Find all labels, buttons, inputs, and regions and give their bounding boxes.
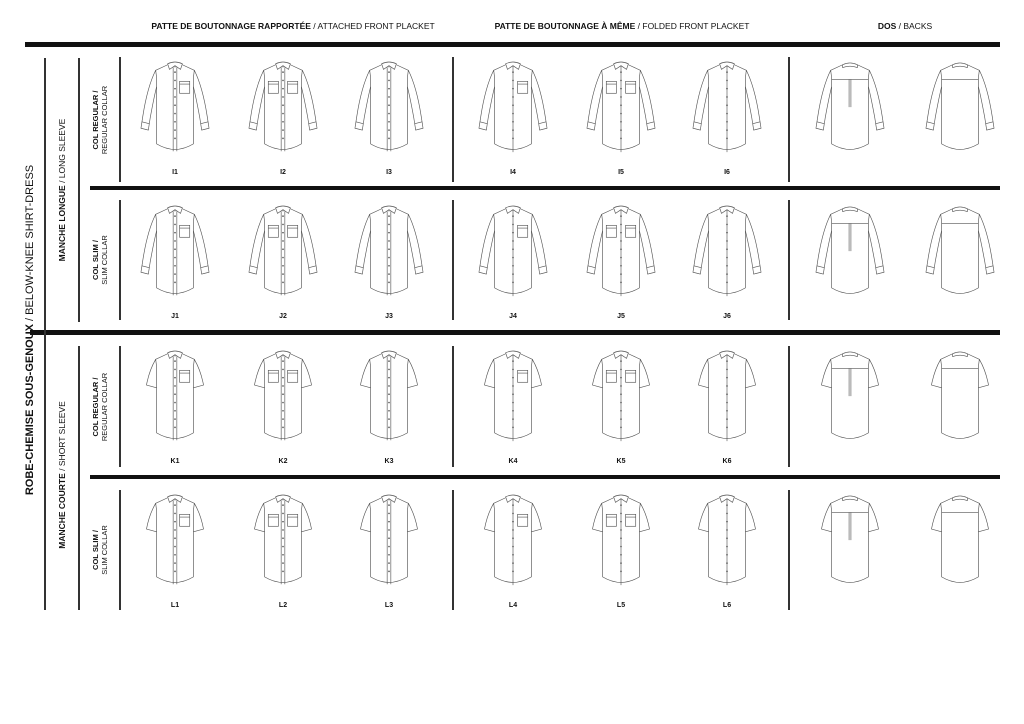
row-label-bold: COL REGULAR / xyxy=(91,376,100,437)
style-code-label: I6 xyxy=(724,169,730,176)
shirt-back-flat xyxy=(804,199,896,305)
row-label: COL REGULAR /REGULAR COLLAR xyxy=(91,85,109,153)
shirt-front-flat xyxy=(467,344,559,450)
style-code-label: J1 xyxy=(171,313,179,320)
shirt-front-flat xyxy=(681,55,773,161)
shirt-back-flat xyxy=(804,488,896,594)
section-label-short-sleeve: MANCHE COURTE / SHORT SLEEVE xyxy=(57,401,67,549)
style-code-label: J6 xyxy=(723,313,731,320)
shirt-front-flat xyxy=(129,488,221,594)
shirt-back-flat xyxy=(804,55,896,161)
column-rule xyxy=(119,346,121,467)
shirt-front-flat xyxy=(575,488,667,594)
row-label-regular: REGULAR COLLAR xyxy=(100,372,109,441)
shirt-back-flat xyxy=(914,199,1006,305)
shirt-front-flat xyxy=(681,199,773,305)
column-rule xyxy=(119,57,121,182)
row-label-regular: REGULAR COLLAR xyxy=(100,85,109,154)
header-attached-placket: PATTE DE BOUTONNAGE RAPPORTÉE / ATTACHED… xyxy=(151,21,435,31)
style-code-label: J5 xyxy=(617,313,625,320)
section-label-long-sleeve: MANCHE LONGUE / LONG SLEEVE xyxy=(57,118,67,262)
column-rule xyxy=(788,57,790,182)
style-code-label: K3 xyxy=(384,458,394,465)
style-code-label: L6 xyxy=(722,602,732,609)
style-code-label: J2 xyxy=(279,313,287,320)
style-code-label: I1 xyxy=(172,169,178,176)
style-code-label: L1 xyxy=(170,602,180,609)
section-divider xyxy=(30,330,1000,335)
shirt-front-flat xyxy=(575,344,667,450)
shirt-front-flat xyxy=(343,55,435,161)
shirt-front-flat xyxy=(129,344,221,450)
shirt-front-flat xyxy=(575,55,667,161)
style-code-label: J3 xyxy=(385,313,393,320)
shirt-front-flat xyxy=(237,55,329,161)
section-rule xyxy=(78,58,80,322)
column-rule xyxy=(788,200,790,320)
style-code-label: K6 xyxy=(722,458,732,465)
column-rule xyxy=(119,200,121,320)
shirt-front-flat xyxy=(467,55,559,161)
style-code-label: K5 xyxy=(616,458,626,465)
style-code-label: L3 xyxy=(384,602,394,609)
shirt-back-flat xyxy=(804,344,896,450)
style-code-label: I2 xyxy=(280,169,286,176)
row-label-bold: COL SLIM / xyxy=(91,240,100,280)
row-label: COL SLIM /SLIM COLLAR xyxy=(91,525,109,575)
header-folded-placket: PATTE DE BOUTONNAGE À MÊME / FOLDED FRON… xyxy=(494,21,750,31)
shirt-front-flat xyxy=(343,344,435,450)
style-code-label: K2 xyxy=(278,458,288,465)
column-rule xyxy=(452,490,454,610)
main-rule xyxy=(44,58,46,610)
row-label: COL SLIM /SLIM COLLAR xyxy=(91,235,109,285)
style-code-label: L2 xyxy=(278,602,288,609)
shirt-front-flat xyxy=(237,199,329,305)
column-rule xyxy=(452,346,454,467)
row-divider xyxy=(90,186,1000,190)
shirt-front-flat xyxy=(681,488,773,594)
shirt-front-flat xyxy=(237,344,329,450)
shirt-back-flat xyxy=(914,344,1006,450)
top-divider xyxy=(25,42,1000,47)
row-label-bold: COL REGULAR / xyxy=(91,89,100,150)
shirt-back-flat xyxy=(914,488,1006,594)
style-code-label: I3 xyxy=(386,169,392,176)
row-label-regular: SLIM COLLAR xyxy=(100,525,109,575)
shirt-front-flat xyxy=(681,344,773,450)
shirt-front-flat xyxy=(467,199,559,305)
style-code-label: J4 xyxy=(509,313,517,320)
row-label-bold: COL SLIM / xyxy=(91,530,100,570)
header-backs: DOS / BACKS xyxy=(877,21,933,31)
column-rule xyxy=(452,57,454,182)
shirt-front-flat xyxy=(343,488,435,594)
style-code-label: K4 xyxy=(508,458,518,465)
row-label-regular: SLIM COLLAR xyxy=(100,235,109,285)
section-rule xyxy=(78,346,80,610)
style-code-label: I4 xyxy=(510,169,516,176)
main-label: ROBE-CHEMISE SOUS-GENOUX / BELOW-KNEE SH… xyxy=(24,164,36,496)
column-rule xyxy=(788,490,790,610)
shirt-back-flat xyxy=(914,55,1006,161)
style-code-label: L4 xyxy=(508,602,518,609)
style-code-label: K1 xyxy=(170,458,180,465)
column-rule xyxy=(788,346,790,467)
style-code-label: I5 xyxy=(618,169,624,176)
column-rule xyxy=(119,490,121,610)
shirt-front-flat xyxy=(237,488,329,594)
shirt-front-flat xyxy=(129,55,221,161)
row-label: COL REGULAR /REGULAR COLLAR xyxy=(91,372,109,440)
shirt-front-flat xyxy=(467,488,559,594)
shirt-front-flat xyxy=(575,199,667,305)
row-divider xyxy=(90,475,1000,479)
shirt-front-flat xyxy=(343,199,435,305)
column-rule xyxy=(452,200,454,320)
style-code-label: L5 xyxy=(616,602,626,609)
shirt-front-flat xyxy=(129,199,221,305)
